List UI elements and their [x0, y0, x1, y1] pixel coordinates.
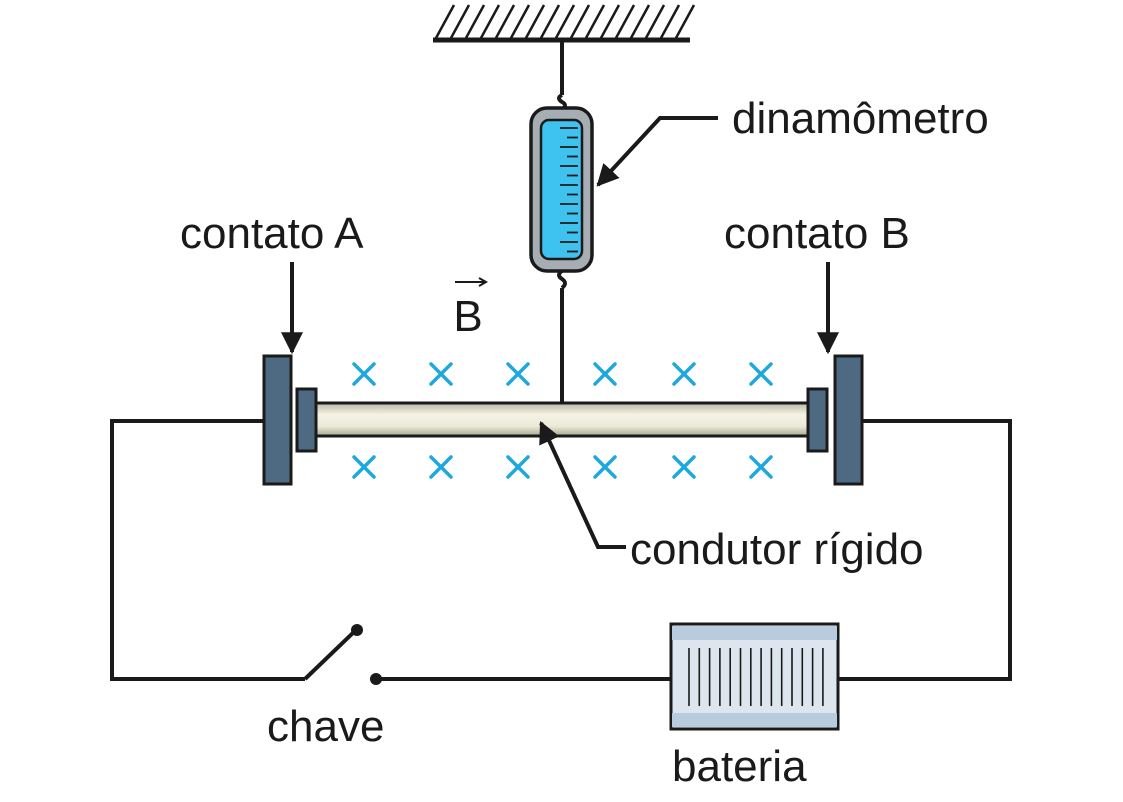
right-wire: [838, 419, 1012, 681]
circuit-wires: [110, 419, 1012, 681]
battery-bottom-stripe: [672, 713, 837, 727]
switch-lever: [303, 628, 358, 681]
hatch-line: [479, 4, 501, 39]
field-cross-stroke: [352, 362, 376, 386]
switch-label: chave: [267, 702, 384, 751]
field-cross-icon: [593, 455, 617, 479]
field-cross-stroke: [429, 455, 453, 479]
field-label: B: [453, 292, 482, 341]
contact-a-label: contato A: [180, 209, 364, 258]
field-cross-stroke: [429, 362, 453, 386]
field-cross-stroke: [593, 362, 617, 386]
field-cross-stroke: [749, 362, 773, 386]
field-vector-label: B: [453, 277, 489, 341]
conductor-end-cap-left: [295, 387, 318, 453]
hatch-line: [599, 4, 621, 39]
field-cross-icon: [429, 455, 453, 479]
field-cross-icon: [506, 362, 530, 386]
field-cross-stroke: [506, 362, 530, 386]
dynamometer-scale-window: [539, 118, 584, 261]
field-cross-icon: [352, 455, 376, 479]
hatch-line: [644, 4, 666, 39]
dynamometer-label: dinamômetro: [732, 94, 989, 143]
conductor-arrow: [539, 421, 626, 549]
hatch-line: [449, 4, 471, 39]
field-cross-icon: [672, 455, 696, 479]
hatch-line: [659, 4, 681, 39]
hatch-line: [509, 4, 531, 39]
hatch-line: [569, 4, 591, 39]
dynamometer: [529, 40, 594, 405]
battery-cell-lines: [688, 648, 824, 706]
dynamometer-scale-ticks: [560, 127, 578, 253]
field-cross-icon: [352, 362, 376, 386]
bottom-hook-icon: [557, 269, 567, 290]
field-cross-stroke: [749, 455, 773, 479]
conductor-rod: [310, 401, 813, 438]
field-cross-icon: [749, 362, 773, 386]
ceiling-support: [433, 4, 696, 43]
contact-b-plate: [833, 354, 864, 486]
field-cross-stroke: [593, 455, 617, 479]
hatch-line: [674, 4, 696, 39]
hatch-line: [539, 4, 561, 39]
field-cross-stroke: [352, 455, 376, 479]
hatch-line: [554, 4, 576, 39]
field-cross-stroke: [672, 455, 696, 479]
conductor-label: condutor rígido: [630, 525, 924, 574]
left-wire: [110, 419, 305, 681]
battery: [669, 622, 840, 731]
rigid-conductor: [295, 387, 829, 453]
field-cross-icon: [749, 455, 773, 479]
dynamometer-arrow: [596, 116, 718, 187]
field-cross-stroke: [672, 362, 696, 386]
switch-terminal: [370, 673, 382, 685]
hatch-line: [584, 4, 606, 39]
switch-pivot: [351, 624, 363, 636]
conductor-end-cap-right: [806, 387, 829, 453]
field-cross-icon: [672, 362, 696, 386]
field-cross-stroke: [506, 455, 530, 479]
knife-switch: [303, 624, 382, 685]
battery-label: bateria: [672, 742, 807, 791]
hatch-line: [614, 4, 636, 39]
contact-b-label: contato B: [724, 209, 910, 258]
hatch-line: [464, 4, 486, 39]
field-cross-icon: [429, 362, 453, 386]
hatch-line: [629, 4, 651, 39]
hatch-line: [524, 4, 546, 39]
field-cross-icon: [506, 455, 530, 479]
hatch-line: [494, 4, 516, 39]
magnetic-field-crosses: [352, 362, 773, 479]
contact-a-plate: [262, 354, 293, 486]
field-cross-icon: [593, 362, 617, 386]
battery-top-stripe: [672, 626, 837, 640]
hatch-line: [434, 4, 456, 39]
ceiling-hatching-icon: [434, 4, 696, 39]
